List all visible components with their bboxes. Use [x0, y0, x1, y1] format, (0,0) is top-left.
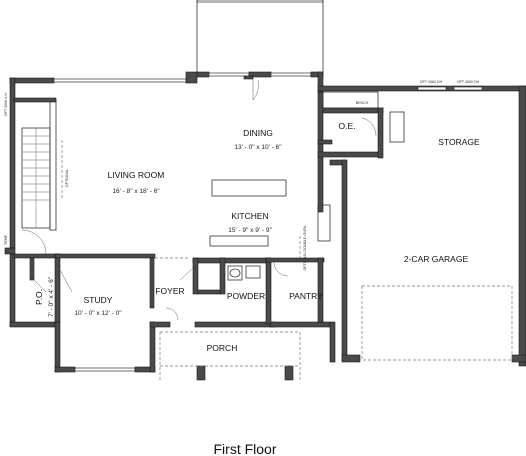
kitchen-name: KITCHEN [231, 211, 268, 221]
window-note-left: OPT 3060 S.H. [4, 92, 8, 116]
dining-name: DINING [243, 128, 273, 138]
plan-notes: BENCH OPTIONAL OPTIONAL DOUBLE OVEN OPT … [4, 80, 480, 271]
optional-note: OPTIONAL [65, 169, 69, 187]
window-note-garage-1: OPT 3060 DH [420, 80, 443, 84]
stair-note: TEMP [4, 234, 8, 245]
window-note-garage-2: OPT 3060 DH [457, 80, 480, 84]
po-size: 7' - 0" x 4' - 6" [48, 276, 55, 317]
room-labels: LIVING ROOM 16' - 8" x 18' - 6" DINING 1… [34, 121, 480, 353]
garage-name: 2-CAR GARAGE [404, 254, 469, 264]
living-room-size: 16' - 8" x 18' - 6" [112, 188, 160, 195]
floor-caption: First Floor [214, 441, 277, 456]
living-room-name: LIVING ROOM [108, 170, 165, 180]
powder-name: POWDER [227, 291, 265, 301]
rear-bump-out [196, 0, 324, 72]
storage-name: STORAGE [438, 137, 480, 147]
po-name: P.O. [34, 289, 44, 305]
oe-name: O.E. [338, 121, 355, 131]
interior-walls [13, 75, 405, 380]
dining-size: 13' - 0" x 10' - 6" [234, 144, 282, 151]
bench-note: BENCH [356, 101, 369, 105]
kitchen-size: 15' - 9" x 9' - 9" [228, 227, 272, 234]
foyer-name: FOYER [155, 286, 184, 296]
optional-double-oven-note: OPTIONAL DOUBLE OVEN [303, 225, 307, 270]
study-size: 10' - 0" x 12' - 0" [74, 310, 122, 317]
study-name: STUDY [84, 295, 113, 305]
porch-name: PORCH [207, 343, 238, 353]
exterior-walls [4, 71, 526, 381]
pantry-name: PANTRY [289, 291, 323, 301]
garage-door [361, 285, 513, 361]
